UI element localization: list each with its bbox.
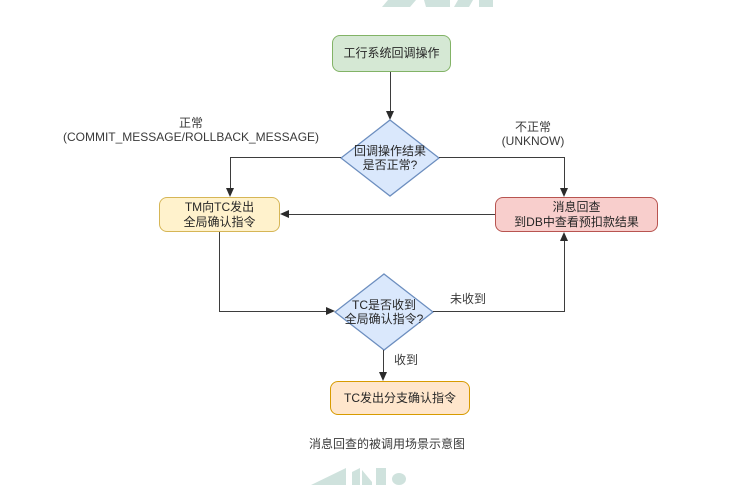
watermark-bottom [311, 468, 406, 485]
edge-label-normal-line1: 正常 [178, 116, 203, 130]
node-tm-line1: TM向TC发出 [184, 199, 255, 214]
edge-label-abnormal: 不正常 (UNKNOW) [483, 120, 583, 148]
arrow-right-icon [326, 307, 335, 315]
edge-decision1-recheck-vline [564, 157, 566, 189]
arrow-down-icon [386, 111, 394, 120]
edge-decision1-recheck-hline [439, 157, 565, 159]
node-recheck-line1: 消息回查 [552, 199, 601, 214]
arrow-down-icon [379, 372, 387, 381]
diagram-caption: 消息回查的被调用场景示意图 [308, 437, 465, 451]
arrow-up-icon [560, 232, 568, 241]
edge-label-not-received: 未收到 [449, 292, 486, 306]
edge-label-normal: 正常 (COMMIT_MESSAGE/ROLLBACK_MESSAGE) [36, 116, 346, 144]
edge-label-normal-line2: (COMMIT_MESSAGE/ROLLBACK_MESSAGE) [62, 130, 320, 144]
node-start-label: 工行系统回调操作 [343, 46, 440, 60]
edge-start-decision1-line [390, 72, 392, 113]
arrow-down-icon [226, 188, 234, 197]
edge-decision2-recheck-hline [433, 311, 565, 313]
arrow-left-icon [280, 210, 289, 218]
edge-decision2-recheck-vline [564, 240, 566, 312]
arrow-down-icon [560, 188, 568, 197]
watermark-top [382, 0, 493, 7]
node-tm-line2: 全局确认指令 [183, 214, 256, 229]
node-decision2-shape [334, 273, 434, 351]
edge-tm-decision2-hline [219, 311, 327, 313]
node-branch: TC发出分支确认指令 [330, 381, 470, 415]
edge-label-received: 收到 [394, 353, 419, 367]
edge-decision1-tm-hline [230, 157, 341, 159]
edge-tm-decision2-vline [219, 232, 221, 312]
node-recheck-line2: 到DB中查看预扣款结果 [514, 214, 639, 229]
node-start: 工行系统回调操作 [332, 35, 451, 72]
edge-label-abnormal-line1: 不正常 [514, 120, 551, 134]
edge-decision1-tm-vline [230, 157, 232, 189]
edge-decision2-branch-line [383, 350, 385, 374]
edge-recheck-tm-line [288, 214, 495, 216]
node-recheck: 消息回查 到DB中查看预扣款结果 [495, 197, 658, 232]
node-tm: TM向TC发出 全局确认指令 [159, 197, 280, 232]
edge-label-abnormal-line2: (UNKNOW) [501, 134, 565, 148]
node-branch-label: TC发出分支确认指令 [344, 390, 456, 405]
node-decision1-shape [340, 119, 440, 197]
